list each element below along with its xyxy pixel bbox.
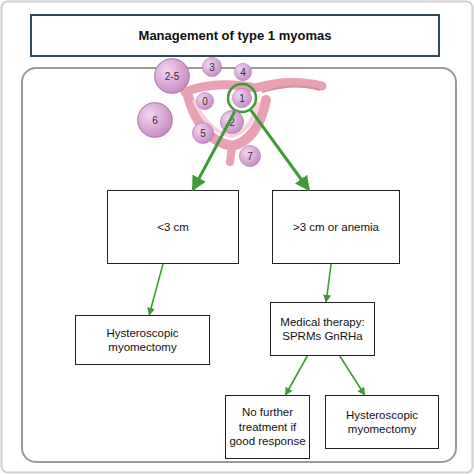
process-box: No further treatment if good response	[225, 395, 310, 459]
process-box: >3 cm or anemia	[272, 190, 400, 264]
flow-arrow	[326, 264, 331, 302]
callout-number: 5	[200, 128, 206, 139]
myoma-circle: 0	[196, 92, 214, 110]
callout-number: 0	[202, 96, 208, 107]
flow-arrow	[340, 356, 365, 395]
process-box: Medical therapy: SPRMs GnRHa	[270, 302, 375, 356]
highlight-ring	[228, 84, 256, 112]
process-box: Hysteroscopic myomectomy	[325, 395, 439, 449]
myoma-circle: 5	[192, 122, 214, 144]
callout-number: 1	[239, 93, 245, 104]
box-text: Medical therapy: SPRMs GnRHa	[274, 315, 371, 344]
box-text: No further treatment if good response	[229, 405, 306, 448]
box-text: <3 cm	[157, 220, 189, 234]
myoma-circle: 3	[202, 57, 222, 77]
callout-number: 4	[240, 67, 246, 78]
flow-arrow	[286, 356, 308, 395]
process-box: Hysteroscopic myomectomy	[75, 315, 210, 365]
myoma-circle: 2	[220, 110, 244, 134]
box-text: Hysteroscopic myomectomy	[79, 326, 206, 355]
myoma-circle: 4	[234, 63, 252, 81]
flow-arrow	[149, 264, 163, 315]
box-text: >3 cm or anemia	[293, 220, 379, 234]
myoma-circle: 2-5	[154, 58, 190, 94]
myoma-circle: 7	[239, 145, 261, 167]
callout-number: 3	[209, 62, 215, 73]
callout-number: 2	[229, 117, 235, 128]
callout-number: 7	[247, 151, 253, 162]
myoma-circle: 6	[137, 102, 173, 138]
flow-arrow	[251, 110, 309, 190]
content-panel	[22, 68, 456, 462]
process-box: <3 cm	[107, 190, 239, 264]
callout-number: 6	[152, 115, 158, 126]
box-text: Hysteroscopic myomectomy	[329, 408, 435, 437]
title-box: Management of type 1 myomas	[30, 14, 440, 57]
title-text: Management of type 1 myomas	[139, 28, 332, 43]
myoma-circle: 1	[232, 88, 252, 108]
callout-number: 2-5	[165, 71, 179, 82]
